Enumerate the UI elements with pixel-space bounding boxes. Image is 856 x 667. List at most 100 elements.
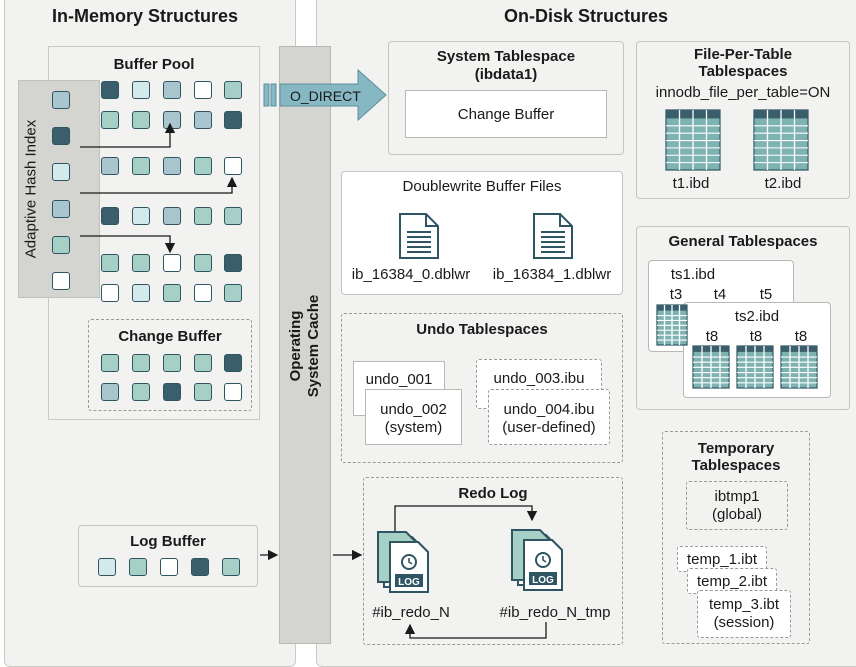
o-direct-label: O_DIRECT <box>290 88 361 104</box>
dblwr-file-0-icon <box>399 213 439 259</box>
buffer-pool-page <box>224 111 242 129</box>
log-buffer-page <box>222 558 240 576</box>
buffer-pool-page <box>163 81 181 99</box>
dblwr-file-1-label: ib_16384_1.dblwr <box>492 266 612 283</box>
change-buffer-page <box>224 354 242 372</box>
ts1-table-t4: t4 <box>713 286 727 303</box>
buffer-pool-page <box>194 284 212 302</box>
log-buffer-page <box>129 558 147 576</box>
change-buffer-disk: Change Buffer <box>405 90 607 138</box>
buffer-pool-page <box>132 81 150 99</box>
log-buffer-page <box>98 558 116 576</box>
ts2-t8-table-icon-a <box>692 345 730 389</box>
change-buffer-memory <box>88 319 252 411</box>
ts2-ibd-label: ts2.ibd <box>734 308 780 325</box>
buffer-pool-page <box>101 284 119 302</box>
buffer-pool-page <box>101 111 119 129</box>
temp-3-ibt <box>697 590 791 638</box>
doublewrite-title: Doublewrite Buffer Files <box>402 178 562 195</box>
buffer-pool-page <box>224 254 242 272</box>
adaptive-hash-index <box>18 80 100 298</box>
ahi-pointer-2 <box>80 176 238 194</box>
change-buffer-page <box>224 383 242 401</box>
redo-file-2-label: #ib_redo_N_tmp <box>499 604 611 621</box>
ts1-table-t3: t3 <box>669 286 683 303</box>
buffer-pool-title: Buffer Pool <box>113 56 195 73</box>
dblwr-file-0-label: ib_16384_0.dblwr <box>351 266 471 283</box>
buffer-pool-page <box>163 157 181 175</box>
ibtmp1 <box>686 481 788 530</box>
temp-1-label: temp_1.ibt <box>686 551 758 568</box>
buffer-pool-page <box>132 157 150 175</box>
ahi-pointer-1 <box>80 122 176 148</box>
buffer-pool-page <box>132 254 150 272</box>
undo-001-label: undo_001 <box>365 371 433 388</box>
buffer-pool-page <box>101 157 119 175</box>
undo-002 <box>365 389 462 445</box>
general-tablespaces-title: General Tablespaces <box>668 233 818 250</box>
ts2-t8-table-icon-c <box>780 345 818 389</box>
hash-index-entry <box>52 163 70 181</box>
t1-ibd-label: t1.ibd <box>672 175 710 192</box>
buffer-pool-page <box>224 207 242 225</box>
log-buffer-page <box>160 558 178 576</box>
change-buffer-page <box>132 383 150 401</box>
hash-index-entry <box>52 91 70 109</box>
buffer-pool-page <box>194 81 212 99</box>
temp-3-label: temp_3.ibt(session) <box>708 596 780 631</box>
buffer-pool-page <box>101 254 119 272</box>
hash-index-entry <box>52 200 70 218</box>
dblwr-file-1-icon <box>533 213 573 259</box>
buffer-pool-page <box>224 157 242 175</box>
buffer-pool-page <box>224 81 242 99</box>
ahi-pointer-3 <box>80 235 176 254</box>
buffer-pool-page <box>194 157 212 175</box>
undo-004-ibu <box>488 389 610 445</box>
buffer-pool-page <box>163 207 181 225</box>
os-cache <box>279 46 331 644</box>
buffer-pool-page <box>101 81 119 99</box>
o-direct-arrow <box>263 68 387 122</box>
temp-2-label: temp_2.ibt <box>696 573 768 590</box>
change-buffer-page <box>163 383 181 401</box>
change-buffer-page <box>194 383 212 401</box>
log-buffer-page <box>191 558 209 576</box>
ts1-ibd-label: ts1.ibd <box>670 266 716 283</box>
redo-cycle-arrow-bottom <box>404 622 547 639</box>
on-disk-header: On-Disk Structures <box>503 6 669 26</box>
temporary-tablespaces <box>662 431 810 644</box>
undo-004-label: undo_004.ibu(user-defined) <box>502 401 596 436</box>
file-per-table-setting: innodb_file_per_table=ON <box>655 84 831 101</box>
log-buffer <box>78 525 258 587</box>
buffer-pool-page <box>163 254 181 272</box>
hash-index-entry <box>52 127 70 145</box>
buffer-pool-page <box>132 111 150 129</box>
doublewrite-buffer-files <box>341 171 623 295</box>
ts1-table-t5: t5 <box>759 286 773 303</box>
change-buffer-page <box>132 354 150 372</box>
hash-index-entry <box>52 272 70 290</box>
redo-file-1-label: #ib_redo_N <box>372 604 450 621</box>
t2-ibd-label: t2.ibd <box>764 175 802 192</box>
log-icon-text: LOG <box>398 577 420 588</box>
change-buffer-page <box>194 354 212 372</box>
redo-file-2-icon: LOG <box>511 529 563 591</box>
change-buffer-page <box>101 354 119 372</box>
change-buffer-memory-title: Change Buffer <box>118 328 222 345</box>
ts2-table-t8-a: t8 <box>705 328 719 345</box>
ibtmp1-label: ibtmp1(global) <box>711 488 763 523</box>
redo-file-1-icon: LOG <box>377 531 429 593</box>
hash-index-entry <box>52 236 70 254</box>
buffer-pool-page <box>194 111 212 129</box>
log-icon-text: LOG <box>532 575 554 586</box>
undo-tablespaces-title: Undo Tablespaces <box>416 321 548 338</box>
in-memory-header: In-Memory Structures <box>51 6 239 26</box>
change-buffer-page <box>101 383 119 401</box>
undo-002-label: undo_002(system) <box>380 401 447 436</box>
redo-cycle-arrow-top <box>394 505 538 532</box>
buffer-pool-page <box>194 254 212 272</box>
ts2-table-t8-c: t8 <box>794 328 808 345</box>
ts2-table-t8-b: t8 <box>749 328 763 345</box>
buffer-pool-page <box>194 207 212 225</box>
